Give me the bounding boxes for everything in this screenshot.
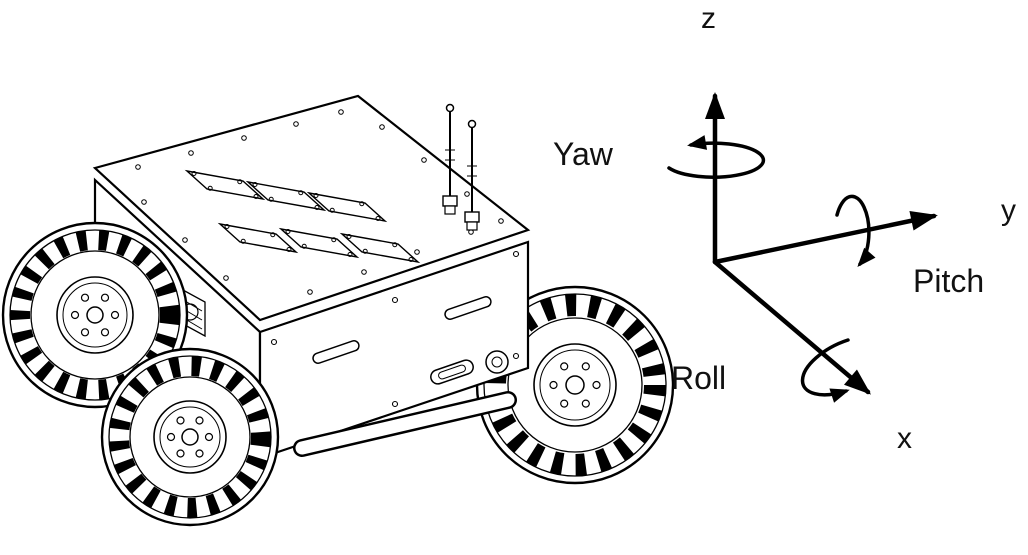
pitch-label: Pitch <box>913 263 985 299</box>
deck-screws <box>135 109 504 295</box>
y-axis-label: y <box>1001 194 1016 227</box>
antenna-posts <box>442 103 480 231</box>
x-axis-label: x <box>897 422 912 455</box>
robot-illustration <box>1 94 675 527</box>
bumper-bar <box>293 391 517 457</box>
wheel-front-left <box>100 347 280 527</box>
roll-label: Roll <box>671 360 727 396</box>
chassis-top-deck <box>92 94 531 322</box>
pitch-rotation-arrow <box>835 194 876 268</box>
roll-rotation-arrow <box>800 338 850 403</box>
chassis-front-panel <box>258 240 530 460</box>
y-axis-arrow <box>712 210 938 265</box>
wheel-rear-left <box>1 221 189 409</box>
yaw-rotation-arrow <box>667 135 766 179</box>
yaw-label: Yaw <box>553 136 613 172</box>
coordinate-frame <box>667 92 938 403</box>
z-axis-label: z <box>701 2 716 35</box>
x-axis-arrow <box>712 259 872 395</box>
rotation-arrows <box>667 135 876 403</box>
